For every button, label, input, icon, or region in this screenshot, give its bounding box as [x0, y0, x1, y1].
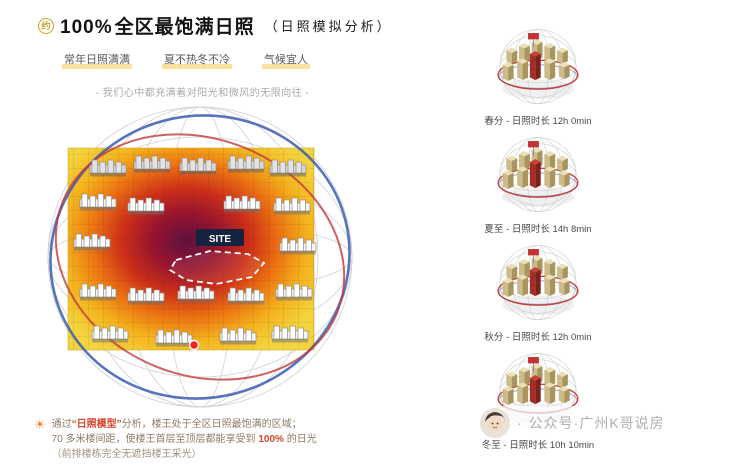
- page-title: 100% 全区最饱满日照: [60, 12, 255, 39]
- panel-winter-solstice: 冬至 - 日照时长 10h 10min: [482, 348, 594, 451]
- tag-sunshine: 常年日照满满: [62, 51, 132, 69]
- title-row: 约 100% 全区最饱满日照 （日照模拟分析）: [38, 12, 393, 39]
- blue-ring: [49, 114, 351, 400]
- sunlight-heatmap-sphere: SITE: [47, 106, 353, 408]
- site-label: SITE: [209, 234, 232, 245]
- title-percent: 100%: [60, 17, 113, 38]
- summer-model-image: [488, 132, 588, 218]
- approx-badge: 约: [38, 17, 54, 34]
- panel-caption: 冬至 - 日照时长 10h 10min: [481, 440, 595, 451]
- watermark: · 公众号·广州K哥说房: [478, 406, 671, 440]
- feature-tags: 常年日照满满 夏不热冬不冷 气候宜人: [62, 51, 393, 69]
- panel-spring-equinox: 春分 - 日照时长 12h 0min: [484, 24, 592, 127]
- autumn-model-image: [488, 240, 588, 326]
- title-main: 全区最饱满日照: [114, 17, 255, 38]
- panel-caption: 春分 - 日照时长 12h 0min: [484, 116, 592, 127]
- footnote-text: 通过“日照模型”分析，楼王处于全区日照最饱满的区域； 70 多米楼间距，使楼王首…: [52, 417, 317, 462]
- header: 约 100% 全区最饱满日照 （日照模拟分析） 常年日照满满 夏不热冬不冷 气候…: [38, 12, 393, 69]
- avatar-icon: [480, 408, 510, 438]
- panel-caption: 秋分 - 日照时长 12h 0min: [484, 332, 592, 343]
- footnote: ☀ 通过“日照模型”分析，楼王处于全区日照最饱满的区域； 70 多米楼间距，使楼…: [34, 417, 384, 462]
- site-label-box: [196, 229, 244, 246]
- panel-caption: 夏至 - 日照时长 14h 8min: [484, 224, 592, 235]
- tag-temperature: 夏不热冬不冷: [162, 51, 232, 69]
- site-boundary: [168, 250, 266, 285]
- site-marker: [188, 339, 200, 351]
- sunlight-model-figure: SITE: [28, 98, 373, 416]
- watermark-avatar: [480, 408, 510, 438]
- spring-model-image: [488, 24, 588, 110]
- solstice-panels: 春分 - 日照时长 12h 0min 夏至 - 日照时长 14h 8min 秋分…: [468, 24, 608, 456]
- title-subtitle: （日照模拟分析）: [264, 19, 393, 34]
- watermark-text: 公众号·广州K哥说房: [528, 415, 665, 431]
- sun-icon: ☀: [34, 417, 46, 432]
- quote-line: - 我们心中都充满着对阳光和微风的无限向往 -: [95, 88, 310, 99]
- panel-autumn-equinox: 秋分 - 日照时长 12h 0min: [484, 240, 592, 343]
- panel-summer-solstice: 夏至 - 日照时长 14h 8min: [484, 132, 592, 235]
- footnote-line-3: （前排楼栋完全无遮挡楼王采光）: [51, 449, 202, 460]
- footnote-line-2: 70 多米楼间距，使楼王首层至顶层都能享受到 100% 的日光: [51, 434, 317, 445]
- red-ring: [54, 133, 346, 381]
- tag-climate: 气候宜人: [262, 51, 310, 69]
- watermark-separator: ·: [517, 415, 522, 431]
- footnote-line-1: 通过“日照模型”分析，楼王处于全区日照最饱满的区域；: [51, 419, 302, 430]
